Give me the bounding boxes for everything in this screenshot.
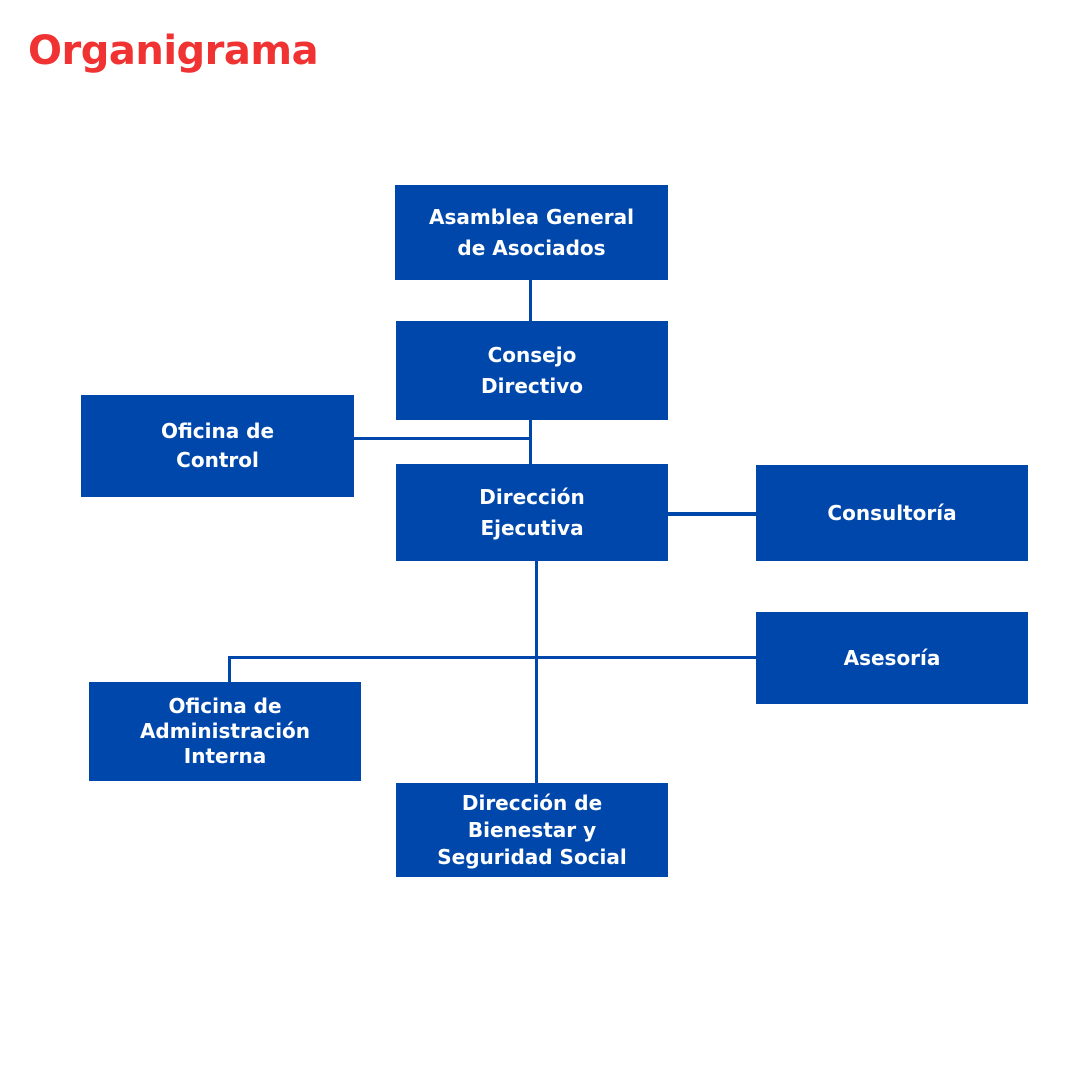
node-control: Oficina de Control — [81, 395, 354, 497]
node-asesoria: Asesoría — [756, 612, 1028, 704]
node-asamblea: Asamblea General de Asociados — [395, 185, 668, 280]
node-label: Administración — [139, 719, 311, 743]
node-consultoria: Consultoría — [756, 465, 1028, 561]
node-label: Bienestar y — [467, 817, 597, 842]
node-consejo: Consejo Directivo — [396, 321, 668, 420]
node-label: Control — [176, 448, 259, 472]
node-label: Ejecutiva — [480, 515, 584, 540]
node-label: Consejo — [487, 342, 577, 367]
node-label: Directivo — [481, 373, 583, 398]
node-label: Consultoría — [827, 500, 957, 525]
node-label: Asesoría — [843, 645, 941, 670]
node-label: Dirección de — [461, 790, 603, 815]
connector-control — [354, 437, 531, 440]
node-label: Oficina de — [160, 419, 275, 443]
connector-asamblea-consejo — [529, 280, 532, 321]
page-title: Organigrama — [28, 28, 319, 74]
node-label: de Asociados — [457, 235, 606, 260]
connector-horizontal-asesoria — [228, 656, 756, 659]
node-label: Interna — [183, 744, 267, 768]
node-label: Dirección — [479, 484, 585, 509]
node-label: Asamblea General — [429, 204, 634, 229]
node-label: Seguridad Social — [437, 844, 627, 869]
node-bienestar: Dirección de Bienestar y Seguridad Socia… — [396, 783, 668, 877]
connector-administracion — [228, 656, 231, 682]
connector-consultoria — [668, 512, 756, 516]
connector-direccion-bienestar — [535, 561, 538, 783]
connector-consejo-direccion — [529, 420, 532, 464]
node-administracion: Oficina de Administración Interna — [89, 682, 361, 781]
node-direccion: Dirección Ejecutiva — [396, 464, 668, 561]
node-label: Oficina de — [168, 694, 282, 718]
